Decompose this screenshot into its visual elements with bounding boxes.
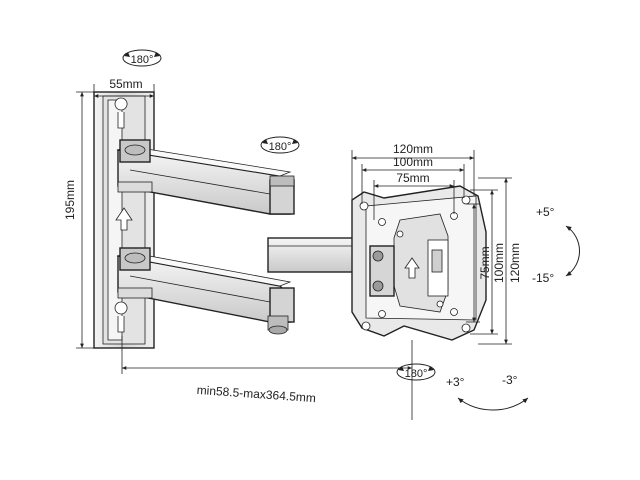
pivot-joints: [117, 139, 295, 335]
keyhole-slot-top: [114, 97, 128, 129]
vesa-plate: [351, 185, 487, 341]
rotation-label-top: 180°: [131, 54, 154, 66]
rotation-arrow-icon: [396, 363, 436, 381]
up-arrow-icon: [115, 207, 133, 231]
wall-plate: [93, 91, 155, 349]
lower-arm: [116, 251, 295, 323]
vesa-height-mid-label: 100mm: [492, 243, 506, 283]
tilt-down-label: -15°: [532, 271, 554, 285]
vesa-height-inner-label: 75mm: [478, 246, 492, 279]
vesa-width-outer-label: 120mm: [393, 142, 433, 156]
wall-plate-width-label: 55mm: [109, 77, 142, 91]
rotation-label-plate: 180°: [405, 368, 428, 380]
wall-plate-height-label: 195mm: [63, 180, 77, 220]
keyhole-slot-bottom: [114, 301, 128, 333]
vesa-width-mid-label: 100mm: [393, 155, 433, 169]
swivel-left-label: +3°: [446, 375, 465, 389]
extension-label: min58.5-max364.5mm: [196, 383, 316, 405]
up-arrow-icon: [404, 257, 420, 279]
vesa-height-outer-label: 120mm: [508, 243, 522, 283]
tilt-arc-icon: [565, 225, 580, 277]
tilt-up-label: +5°: [536, 205, 555, 219]
rotation-label-arm: 180°: [269, 141, 292, 153]
swivel-right-label: -3°: [502, 373, 518, 387]
vesa-width-inner-label: 75mm: [396, 171, 429, 185]
rotation-arrow-icon: [260, 136, 300, 154]
rotation-arrow-icon: [122, 49, 162, 67]
swivel-arc-icon: [457, 397, 529, 411]
